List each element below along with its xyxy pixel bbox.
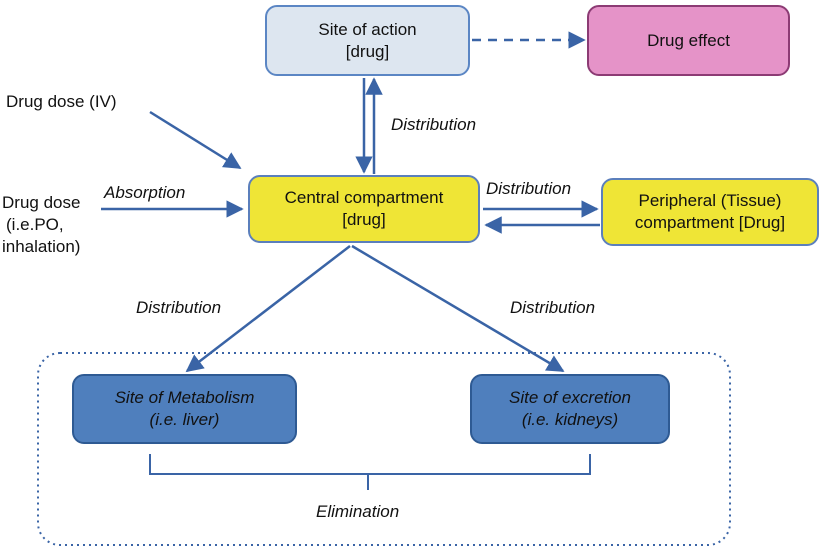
po-dose-line1: Drug dose [2, 193, 81, 212]
elimination-frame [37, 352, 731, 546]
drug-effect-box: Drug effect [587, 5, 790, 76]
central-compartment-subtitle: [drug] [342, 210, 386, 229]
arrow-central-to-metabolism [185, 245, 351, 373]
metabolism-title: Site of Metabolism [114, 388, 255, 407]
absorption-label: Absorption [104, 183, 186, 202]
po-dose-label: Drug dose (i.e.PO, inhalation) [2, 192, 80, 258]
metabolism-box: Site of Metabolism (i.e. liver) [72, 374, 297, 444]
site-of-action-box: Site of action [drug] [265, 5, 470, 76]
peripheral-compartment-title: Peripheral (Tissue) [638, 191, 782, 210]
distribution-top-label: Distribution [391, 115, 477, 134]
central-compartment-title: Central compartment [284, 188, 444, 207]
peripheral-compartment-subtitle: compartment [Drug] [634, 213, 786, 232]
excretion-box: Site of excretion (i.e. kidneys) [470, 374, 670, 444]
arrow-central-to-excretion [351, 244, 565, 373]
distribution-left-label: Distribution [136, 298, 222, 317]
metabolism-subtitle: (i.e. liver) [149, 410, 220, 429]
central-compartment-box: Central compartment [drug] [248, 175, 480, 243]
peripheral-compartment-box: Peripheral (Tissue) compartment [Drug] [601, 178, 819, 246]
elimination-label: Elimination [316, 502, 400, 521]
excretion-subtitle: (i.e. kidneys) [521, 410, 619, 429]
arrow-iv-dose [149, 110, 242, 170]
iv-dose-label: Drug dose (IV) [6, 92, 117, 111]
excretion-title: Site of excretion [509, 388, 631, 407]
po-dose-line3: inhalation) [2, 237, 81, 256]
po-dose-line2: (i.e.PO, [6, 215, 64, 234]
distribution-right-label: Distribution [486, 179, 572, 198]
drug-effect-label: Drug effect [647, 30, 730, 50]
site-of-action-title: Site of action [318, 19, 417, 39]
elimination-bracket [149, 454, 591, 475]
distribution-lower-right-label: Distribution [510, 298, 596, 317]
site-of-action-subtitle: [drug] [345, 41, 390, 61]
